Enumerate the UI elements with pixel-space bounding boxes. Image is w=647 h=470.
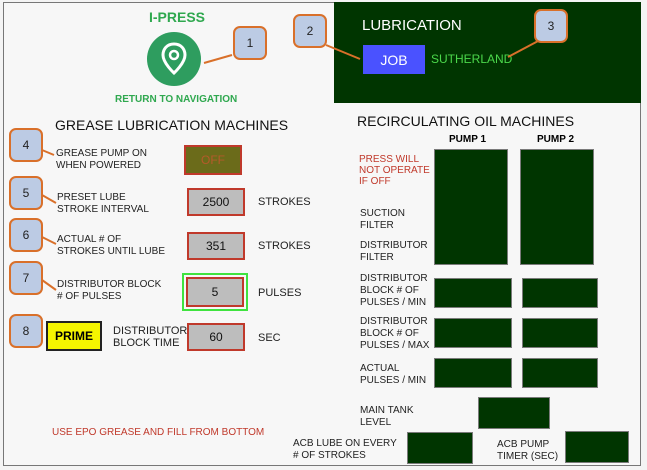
block-time-label-line2: BLOCK TIME: [113, 337, 180, 349]
actual-strokes-label-line1: ACTUAL # OF: [57, 234, 122, 245]
preset-interval-label-line2: STROKE INTERVAL: [57, 204, 149, 215]
distributor-block-unit: PULSES: [258, 287, 302, 299]
pulses-max-label-line3: PULSES / MAX: [360, 340, 430, 351]
preset-interval-label: PRESET LUBE STROKE INTERVAL: [57, 192, 149, 216]
acb-lube-label-line2: # OF STROKES: [293, 450, 366, 461]
main-tank-label: MAIN TANK LEVEL: [360, 405, 414, 429]
block-time-label: DISTRIBUTOR BLOCK TIME: [113, 325, 187, 349]
pump1-pulses-max-field[interactable]: [434, 318, 512, 348]
callout-6: 6: [9, 218, 43, 252]
distributor-block-field-focus: [182, 273, 248, 311]
pulses-max-label: DISTRIBUTOR BLOCK # OF PULSES / MAX: [360, 316, 429, 352]
main-tank-label-line1: MAIN TANK: [360, 405, 414, 416]
distributor-filter-label: DISTRIBUTOR FILTER: [360, 240, 428, 264]
pump1-pulses-per-min-field[interactable]: [434, 278, 512, 308]
acb-lube-strokes-field[interactable]: [407, 432, 473, 464]
recirc-section-title: RECIRCULATING OIL MACHINES: [357, 113, 575, 129]
callout-4: 4: [9, 128, 43, 162]
pulses-per-min-label-line1: DISTRIBUTOR: [360, 273, 428, 284]
job-name: SUTHERLAND: [431, 52, 513, 66]
block-time-label-line1: DISTRIBUTOR: [113, 325, 188, 337]
acb-lube-label: ACB LUBE ON EVERY # OF STROKES: [293, 438, 397, 462]
callout-3: 3: [534, 9, 568, 43]
prime-button[interactable]: PRIME: [46, 321, 102, 351]
callout-1: 1: [233, 26, 267, 60]
preset-interval-unit: STROKES: [258, 196, 311, 208]
suction-filter-label-line1: SUCTION: [360, 208, 405, 219]
main-tank-label-line2: LEVEL: [360, 417, 392, 428]
pulses-max-label-line2: BLOCK # OF: [360, 328, 419, 339]
grease-pump-toggle[interactable]: OFF: [184, 145, 242, 175]
callout-8: 8: [9, 314, 43, 348]
pulses-per-min-label-line2: BLOCK # OF: [360, 285, 419, 296]
preset-interval-label-line1: PRESET LUBE: [57, 192, 126, 203]
actual-strokes-label-line2: STROKES UNTIL LUBE: [57, 246, 165, 257]
pump1-status-box[interactable]: [434, 149, 508, 265]
block-time-unit: SEC: [258, 332, 281, 344]
distributor-block-label: DISTRIBUTOR BLOCK # OF PULSES: [57, 279, 161, 303]
grease-pump-label-line2: WHEN POWERED: [56, 160, 141, 171]
lubrication-title: LUBRICATION: [362, 17, 462, 34]
press-warning: PRESS WILL NOT OPERATE IF OFF: [359, 154, 430, 187]
app-title: I-PRESS: [149, 9, 206, 25]
suction-filter-label: SUCTION FILTER: [360, 208, 405, 232]
actual-pulses-label-line2: PULSES / MIN: [360, 375, 427, 386]
epo-grease-note: USE EPO GREASE AND FILL FROM BOTTOM: [52, 427, 265, 438]
pump1-header: PUMP 1: [449, 134, 487, 145]
pump1-actual-pulses-field: [434, 358, 512, 388]
pump2-pulses-max-field[interactable]: [522, 318, 598, 348]
press-warning-line3: IF OFF: [359, 176, 391, 187]
press-warning-line2: NOT OPERATE: [359, 165, 430, 176]
acb-pump-timer-label-line1: ACB PUMP: [497, 439, 550, 450]
grease-section-title: GREASE LUBRICATION MACHINES: [55, 117, 289, 133]
pump2-header: PUMP 2: [537, 134, 575, 145]
press-warning-line1: PRESS WILL: [359, 154, 420, 165]
actual-pulses-label: ACTUAL PULSES / MIN: [360, 363, 426, 387]
distributor-filter-label-line1: DISTRIBUTOR: [360, 240, 428, 251]
pump2-actual-pulses-field: [522, 358, 598, 388]
acb-pump-timer-label-line2: TIMER (SEC): [497, 451, 559, 462]
acb-lube-label-line1: ACB LUBE ON EVERY: [293, 438, 397, 449]
preset-interval-field[interactable]: 2500: [187, 188, 245, 216]
acb-pump-timer-field[interactable]: [565, 431, 629, 463]
pump2-status-box[interactable]: [520, 149, 594, 265]
distributor-block-field[interactable]: 5: [186, 277, 244, 307]
job-button[interactable]: JOB: [363, 45, 425, 74]
pump2-pulses-per-min-field[interactable]: [522, 278, 598, 308]
pulses-per-min-label-line3: PULSES / MIN: [360, 297, 427, 308]
block-time-field[interactable]: 60: [187, 323, 245, 351]
pulses-max-label-line1: DISTRIBUTOR: [360, 316, 428, 327]
distributor-filter-label-line2: FILTER: [360, 252, 394, 263]
pulses-per-min-label: DISTRIBUTOR BLOCK # OF PULSES / MIN: [360, 273, 428, 309]
main-tank-level-indicator: [478, 397, 550, 429]
suction-filter-label-line2: FILTER: [360, 220, 394, 231]
callout-2: 2: [293, 14, 327, 48]
callout-5: 5: [9, 176, 43, 210]
actual-strokes-unit: STROKES: [258, 240, 311, 252]
location-pin-icon[interactable]: [147, 32, 201, 86]
grease-pump-label-line1: GREASE PUMP ON: [56, 148, 147, 159]
actual-pulses-label-line1: ACTUAL: [360, 363, 400, 374]
distributor-block-label-line2: # OF PULSES: [57, 291, 122, 302]
distributor-block-label-line1: DISTRIBUTOR BLOCK: [57, 279, 162, 290]
grease-pump-label: GREASE PUMP ON WHEN POWERED: [56, 148, 147, 172]
acb-pump-timer-label: ACB PUMP TIMER (SEC): [497, 439, 558, 463]
actual-strokes-label: ACTUAL # OF STROKES UNTIL LUBE: [57, 234, 165, 258]
callout-7: 7: [9, 261, 43, 295]
actual-strokes-field: 351: [187, 232, 245, 260]
return-to-navigation-link[interactable]: RETURN TO NAVIGATION: [115, 94, 238, 105]
